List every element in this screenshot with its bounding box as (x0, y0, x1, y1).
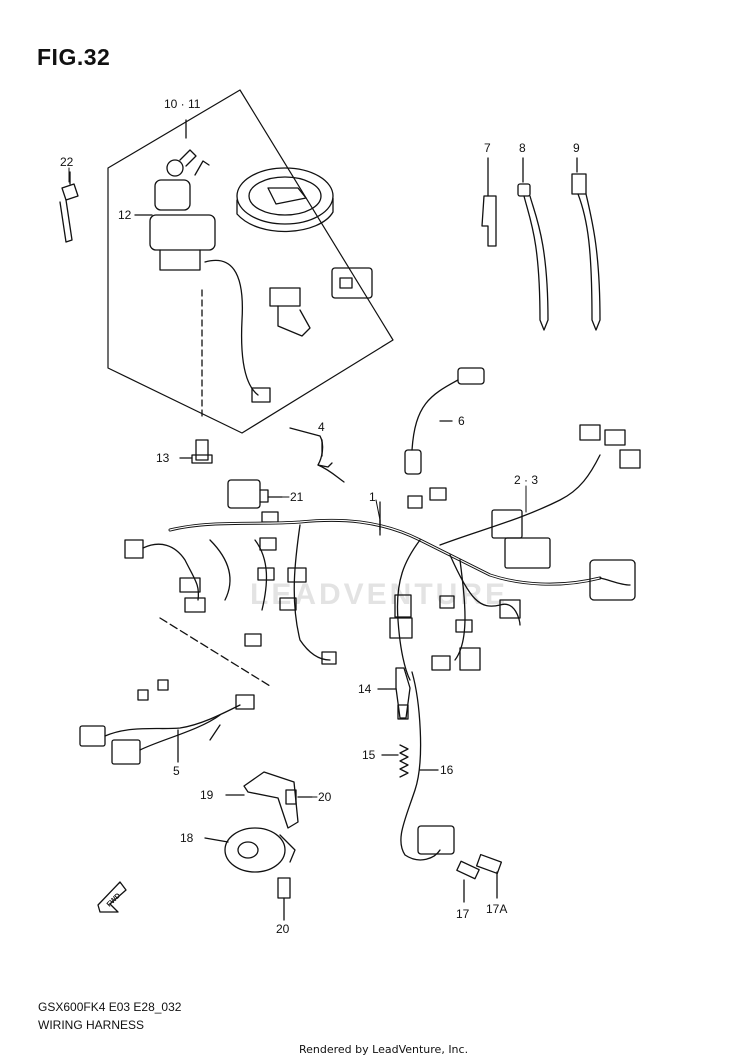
spring-15-part (381, 744, 409, 778)
callout-14: 14 (358, 682, 372, 696)
relay-21-part (227, 479, 283, 523)
bolt-13-part (179, 289, 213, 464)
harness-6-part (404, 367, 485, 475)
callout-20: 20 (318, 790, 332, 804)
lead-16-part (400, 671, 455, 861)
ignition-kit-box (107, 89, 394, 434)
figure-title: FIG.32 (37, 44, 111, 70)
fwd-arrow-icon (97, 881, 127, 913)
band-8-part (517, 157, 549, 331)
callout-15: 15 (362, 748, 376, 762)
callout-1: 1 (369, 490, 376, 504)
bolt-17a-part (475, 853, 503, 899)
key-part (59, 171, 79, 243)
render-credit: Rendered by LeadVenture, Inc. (299, 1043, 469, 1056)
callout-17: 17 (456, 907, 470, 921)
callout-16: 16 (440, 763, 454, 777)
callout-9: 9 (573, 141, 580, 155)
callout-4: 4 (318, 420, 325, 434)
callout-20b: 20 (276, 922, 290, 936)
callout-17a: 17A (486, 902, 507, 916)
band-9-part (571, 157, 601, 331)
clamp-7-part (481, 157, 497, 247)
oil-switch-14-part (377, 667, 411, 720)
bolt-20b-part (277, 877, 291, 921)
callout-5: 5 (173, 764, 180, 778)
callout-13: 13 (156, 451, 170, 465)
callout-21: 21 (290, 490, 304, 504)
callout-6: 6 (458, 414, 465, 428)
model-code: GSX600FK4 E03 E28_032 (38, 1000, 182, 1014)
sub-harness-5-part (79, 617, 271, 765)
callout-22: 22 (60, 155, 74, 169)
callout-12: 12 (118, 208, 132, 222)
seat-lock-part (269, 267, 373, 337)
ignition-switch-part (134, 149, 271, 403)
spring-4-part (289, 427, 345, 483)
main-harness-part (124, 424, 641, 681)
callout-7: 7 (484, 141, 491, 155)
callout-19: 19 (200, 788, 214, 802)
diagram-caption: WIRING HARNESS (38, 1018, 145, 1032)
bolt-17-part (456, 860, 480, 903)
callout-18: 18 (180, 831, 194, 845)
callout-leaders (68, 167, 527, 798)
callout-8: 8 (519, 141, 526, 155)
callout-2-3: 2 · 3 (514, 473, 538, 487)
horn-18-part (204, 827, 296, 873)
fuel-cap-part (236, 167, 334, 233)
callout-10-11: 10 · 11 (164, 97, 201, 111)
bracket-19-part (225, 771, 299, 829)
